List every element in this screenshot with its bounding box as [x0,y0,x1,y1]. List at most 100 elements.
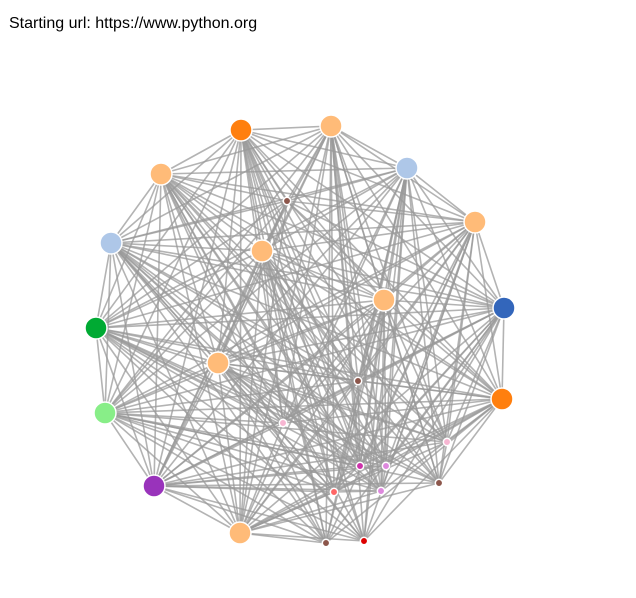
graph-link [406,167,448,443]
graph-link [95,173,162,329]
graph-link [217,299,385,364]
graph-node-n8[interactable] [93,401,117,425]
graph-link [160,173,327,544]
graph-node-n23[interactable] [329,487,339,497]
graph-link [239,490,382,534]
graph-link [261,250,284,424]
graph-link [95,299,385,329]
graph-node-n18[interactable] [442,437,452,447]
graph-node-n13[interactable] [372,288,396,312]
graph-link [286,200,505,309]
graph-link [239,307,505,534]
graph-link [357,380,361,467]
graph-link [438,441,448,484]
graph-link [261,250,327,544]
graph-link [239,422,284,534]
graph-link [261,250,440,484]
graph-node-n0[interactable] [229,118,253,142]
graph-link [110,200,288,244]
graph-link [95,327,503,400]
graph-link [104,412,155,487]
graph-link [286,167,408,202]
graph-link [217,362,361,467]
graph-link [217,167,408,364]
graph-link [383,299,505,309]
graph-link [160,173,382,492]
graph-node-n17[interactable] [278,418,288,428]
graph-node-n7[interactable] [142,474,166,498]
graph-link [239,491,335,534]
graph-node-n25[interactable] [359,536,369,546]
graph-nodes[interactable] [84,114,516,548]
graph-node-n16[interactable] [353,376,363,386]
graph-link [261,250,335,493]
graph-link [239,129,242,534]
graph-node-n1[interactable] [319,114,343,138]
graph-node-n14[interactable] [206,351,230,375]
graph-node-n11[interactable] [149,162,173,186]
graph-link [104,173,162,414]
graph-node-n24[interactable] [321,538,331,548]
graph-link [380,299,385,492]
graph-node-n4[interactable] [492,296,516,320]
graph-link [261,250,385,301]
graph-node-n2[interactable] [395,156,419,180]
graph-link [383,299,440,484]
graph-link [95,327,155,487]
graph-link [217,362,365,542]
graph-link [160,125,332,175]
graph-node-n19[interactable] [355,461,365,471]
graph-link [160,173,263,252]
graph-node-n5[interactable] [490,387,514,411]
graph-link [95,327,361,467]
graph-link [110,221,476,244]
graph-link [160,173,219,364]
graph-link [153,173,162,487]
graph-link [261,221,476,252]
graph-link [160,173,503,400]
graph-link [217,362,359,382]
graph-node-n15[interactable] [282,196,292,206]
graph-link [160,173,476,223]
graph-link [104,242,112,414]
graph-link [240,129,387,467]
graph-node-n9[interactable] [84,316,108,340]
graph-link [110,242,505,309]
graph-link [110,242,448,443]
graph-link [110,242,263,252]
graph-link [153,465,387,487]
graph-link [330,125,408,169]
graph-link [239,167,408,534]
graph-link [474,221,505,309]
graph-link [240,129,505,309]
graph-link [286,200,385,301]
graph-node-n21[interactable] [434,478,444,488]
graph-link [383,221,476,301]
graph-link [95,200,288,329]
graph-link [363,398,503,542]
graph-link [153,482,440,487]
graph-link [104,412,241,534]
graph-link [240,125,332,131]
graph-node-n10[interactable] [99,231,123,255]
graph-node-n3[interactable] [463,210,487,234]
graph-node-n20[interactable] [381,461,391,471]
graph-link [110,173,162,244]
graph-link [217,362,335,493]
starting-url-text: Starting url: https://www.python.org [9,15,258,32]
graph-link [110,242,385,301]
graph-link [160,167,408,175]
graph-link [153,485,327,544]
graph-link [160,129,242,175]
graph-link [104,398,503,414]
graph-node-n6[interactable] [228,521,252,545]
graph-link [104,200,288,414]
graph-link [363,167,408,542]
graph-link [359,299,385,467]
graph-link [153,485,241,534]
graph-node-n22[interactable] [376,486,386,496]
graph-link [153,422,284,487]
graph-node-n12[interactable] [250,239,274,263]
graph-link [217,362,327,544]
